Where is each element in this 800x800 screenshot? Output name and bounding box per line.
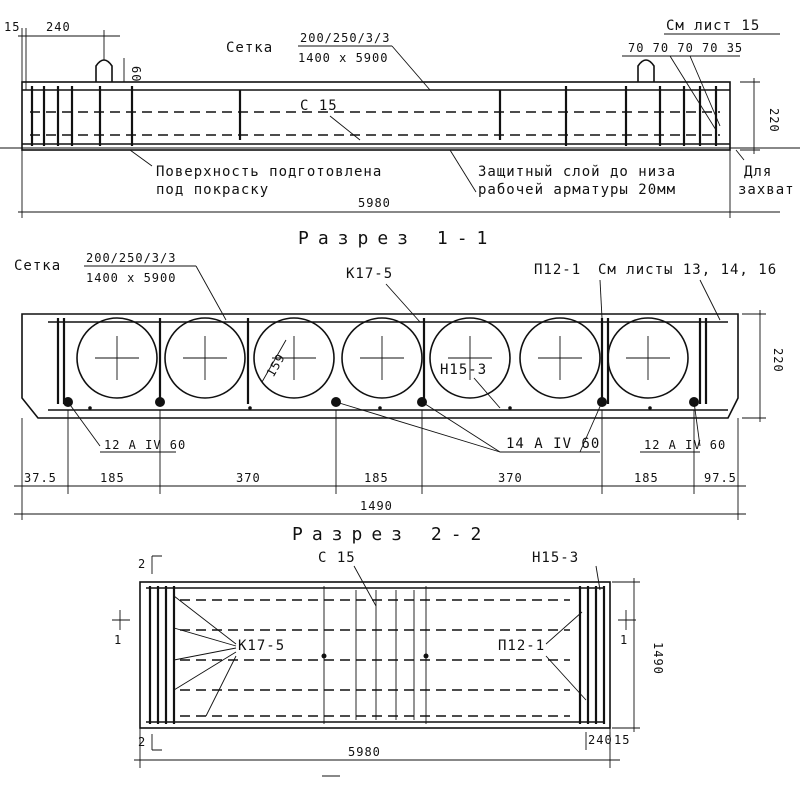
section-2-dim-width: 1490 (651, 642, 665, 675)
elevation-dim-length: 5980 (358, 196, 391, 210)
hollow-core-3 (253, 317, 335, 399)
cut-mark-top: 2 (138, 557, 146, 571)
section-1-outline (21, 313, 739, 419)
dim-top-left-a: 15 (4, 20, 20, 34)
elevation-outline (21, 81, 731, 151)
elevation-bar-c: С 15 (300, 98, 338, 114)
section-1-mesh-label: Сетка (14, 258, 61, 274)
dim-bottom-6: 185 (634, 471, 659, 485)
hollow-core-1 (76, 317, 158, 399)
section-1-view: 159 Сетка 200/250/3/3 1400 x 5900 К17-5 … (14, 251, 785, 520)
section-2-end-frames (148, 586, 606, 724)
hole-diameter: 159 (264, 351, 288, 379)
section-2-frame-n: Н15-3 (532, 550, 579, 566)
dim-bottom-5: 370 (498, 471, 523, 485)
cover-note-line-1: Защитный слой до низа (478, 164, 676, 180)
rebar-mid-label: 14 А IV 60 (506, 436, 600, 452)
elevation-mesh-label: Сетка (226, 40, 273, 56)
elevation-right-spacing: 70 70 70 70 35 (628, 41, 743, 55)
grip-note-line-2: захват (738, 182, 795, 198)
section-mark-right: 1 (620, 633, 628, 647)
section-mark-left: 1 (114, 633, 122, 647)
section-2-dim-end-a: 240 (588, 733, 613, 747)
lifting-loop-left (95, 59, 113, 82)
elevation-rebars-left (30, 86, 242, 146)
surface-note-line-1: Поверхность подготовлена (156, 164, 382, 180)
section-1-mesh-spec-top: 200/250/3/3 (86, 251, 176, 265)
section-2-frame-p: П12-1 (498, 638, 545, 654)
hollow-core-4 (341, 317, 423, 399)
dim-bottom-1: 37.5 (24, 471, 57, 485)
hollow-cores (76, 317, 689, 399)
cover-note-line-2: рабочей арматуры 20мм (478, 182, 676, 198)
dim-top-left-b: 240 (46, 20, 71, 34)
elevation-ref-sheet: См лист 15 (666, 18, 760, 34)
cut-mark-bottom: 2 (138, 735, 146, 749)
bottom-rebars (63, 397, 699, 410)
section-2-dashed-bars (180, 599, 570, 717)
lifting-loop-right (637, 59, 655, 82)
section-1-frame-p: П12-1 (534, 262, 581, 278)
section-1-title: Разрез 1-1 (298, 228, 496, 249)
section-2-frame-k: К17-5 (238, 638, 285, 654)
rebar-left-label: 12 А IV 60 (104, 438, 186, 452)
dim-loop-height: 60 (129, 66, 143, 82)
section-2-dim-end-b: 15 (614, 733, 630, 747)
section-1-ref-sheets: См листы 13, 14, 16 (598, 262, 777, 278)
section-2-central-bars (355, 590, 415, 720)
section-1-mesh-spec-bottom: 1400 x 5900 (86, 271, 176, 285)
elevation-dim-height: 220 (767, 108, 781, 133)
elevation-rebars-right (498, 86, 718, 146)
dim-total: 1490 (360, 499, 393, 513)
section-2-view: 2 2 1 1 С 15 Н15-3 К17-5 П12-1 1490 (112, 550, 665, 777)
section-1-frame-k: К17-5 (346, 266, 393, 282)
section-1-dim-height: 220 (771, 348, 785, 373)
dim-bottom-3: 370 (236, 471, 261, 485)
elevation-mesh-spec-top: 200/250/3/3 (300, 31, 390, 45)
elevation-view: 15 240 60 (0, 18, 800, 218)
section-2-bar-c: С 15 (318, 550, 356, 566)
hollow-core-6 (519, 317, 601, 399)
hollow-core-2 (164, 317, 246, 399)
elevation-mesh-spec-bottom: 1400 x 5900 (298, 51, 388, 65)
dim-bottom-4: 185 (364, 471, 389, 485)
section-1-frame-n: Н15-3 (440, 362, 487, 378)
section-2-title: Разрез 2-2 (292, 524, 490, 545)
grip-note-line-1: Для (744, 164, 772, 180)
dim-bottom-7: 97.5 (704, 471, 737, 485)
surface-note-line-2: под покраску (156, 182, 269, 198)
section-1-frames (56, 318, 708, 404)
section-2-dim-length: 5980 (348, 745, 381, 759)
section-2-outline (139, 581, 611, 729)
rebar-right-label: 12 А IV 60 (644, 438, 726, 452)
hollow-core-5 (429, 317, 511, 399)
dim-bottom-2: 185 (100, 471, 125, 485)
